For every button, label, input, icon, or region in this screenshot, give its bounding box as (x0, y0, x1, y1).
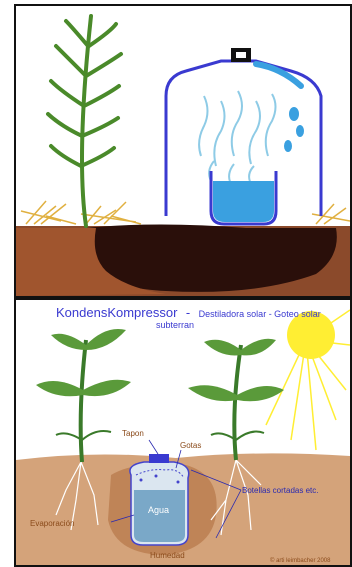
water-drop-3 (284, 140, 292, 152)
bottle-cap-inner (236, 52, 246, 58)
plant-right (188, 339, 284, 460)
label-gotas: Gotas (180, 441, 201, 450)
label-tapon: Tapon (122, 429, 144, 438)
water-drop-2 (296, 125, 304, 137)
bottom-panel: KondensKompressor - Destiladora solar - … (14, 297, 352, 567)
water-drop-1 (289, 107, 299, 121)
subtitle-text: subterran (156, 320, 194, 330)
copyright-text: © arti leimbacher 2008 (270, 557, 331, 564)
label-botellas: Botellas cortadas etc. (242, 486, 318, 495)
buried-bottle (130, 454, 189, 545)
top-panel (14, 4, 352, 298)
bottle-tapon (149, 454, 169, 463)
plant-left (36, 329, 131, 462)
straw-mulch-right (312, 204, 350, 224)
title-text: KondensKompressor - Destiladora solar - … (56, 304, 321, 321)
label-humedad: Humedad (150, 551, 185, 560)
top-illustration (16, 6, 350, 296)
straw-mulch-left (21, 201, 141, 224)
label-agua: Agua (148, 505, 169, 515)
plant-top (48, 16, 121, 226)
bottom-illustration: KondensKompressor - Destiladora solar - … (16, 300, 350, 565)
water-in-glass (213, 181, 274, 222)
label-evaporacion: Evaporación (30, 519, 74, 528)
sun (266, 310, 350, 450)
vapor-wisps (199, 91, 275, 184)
